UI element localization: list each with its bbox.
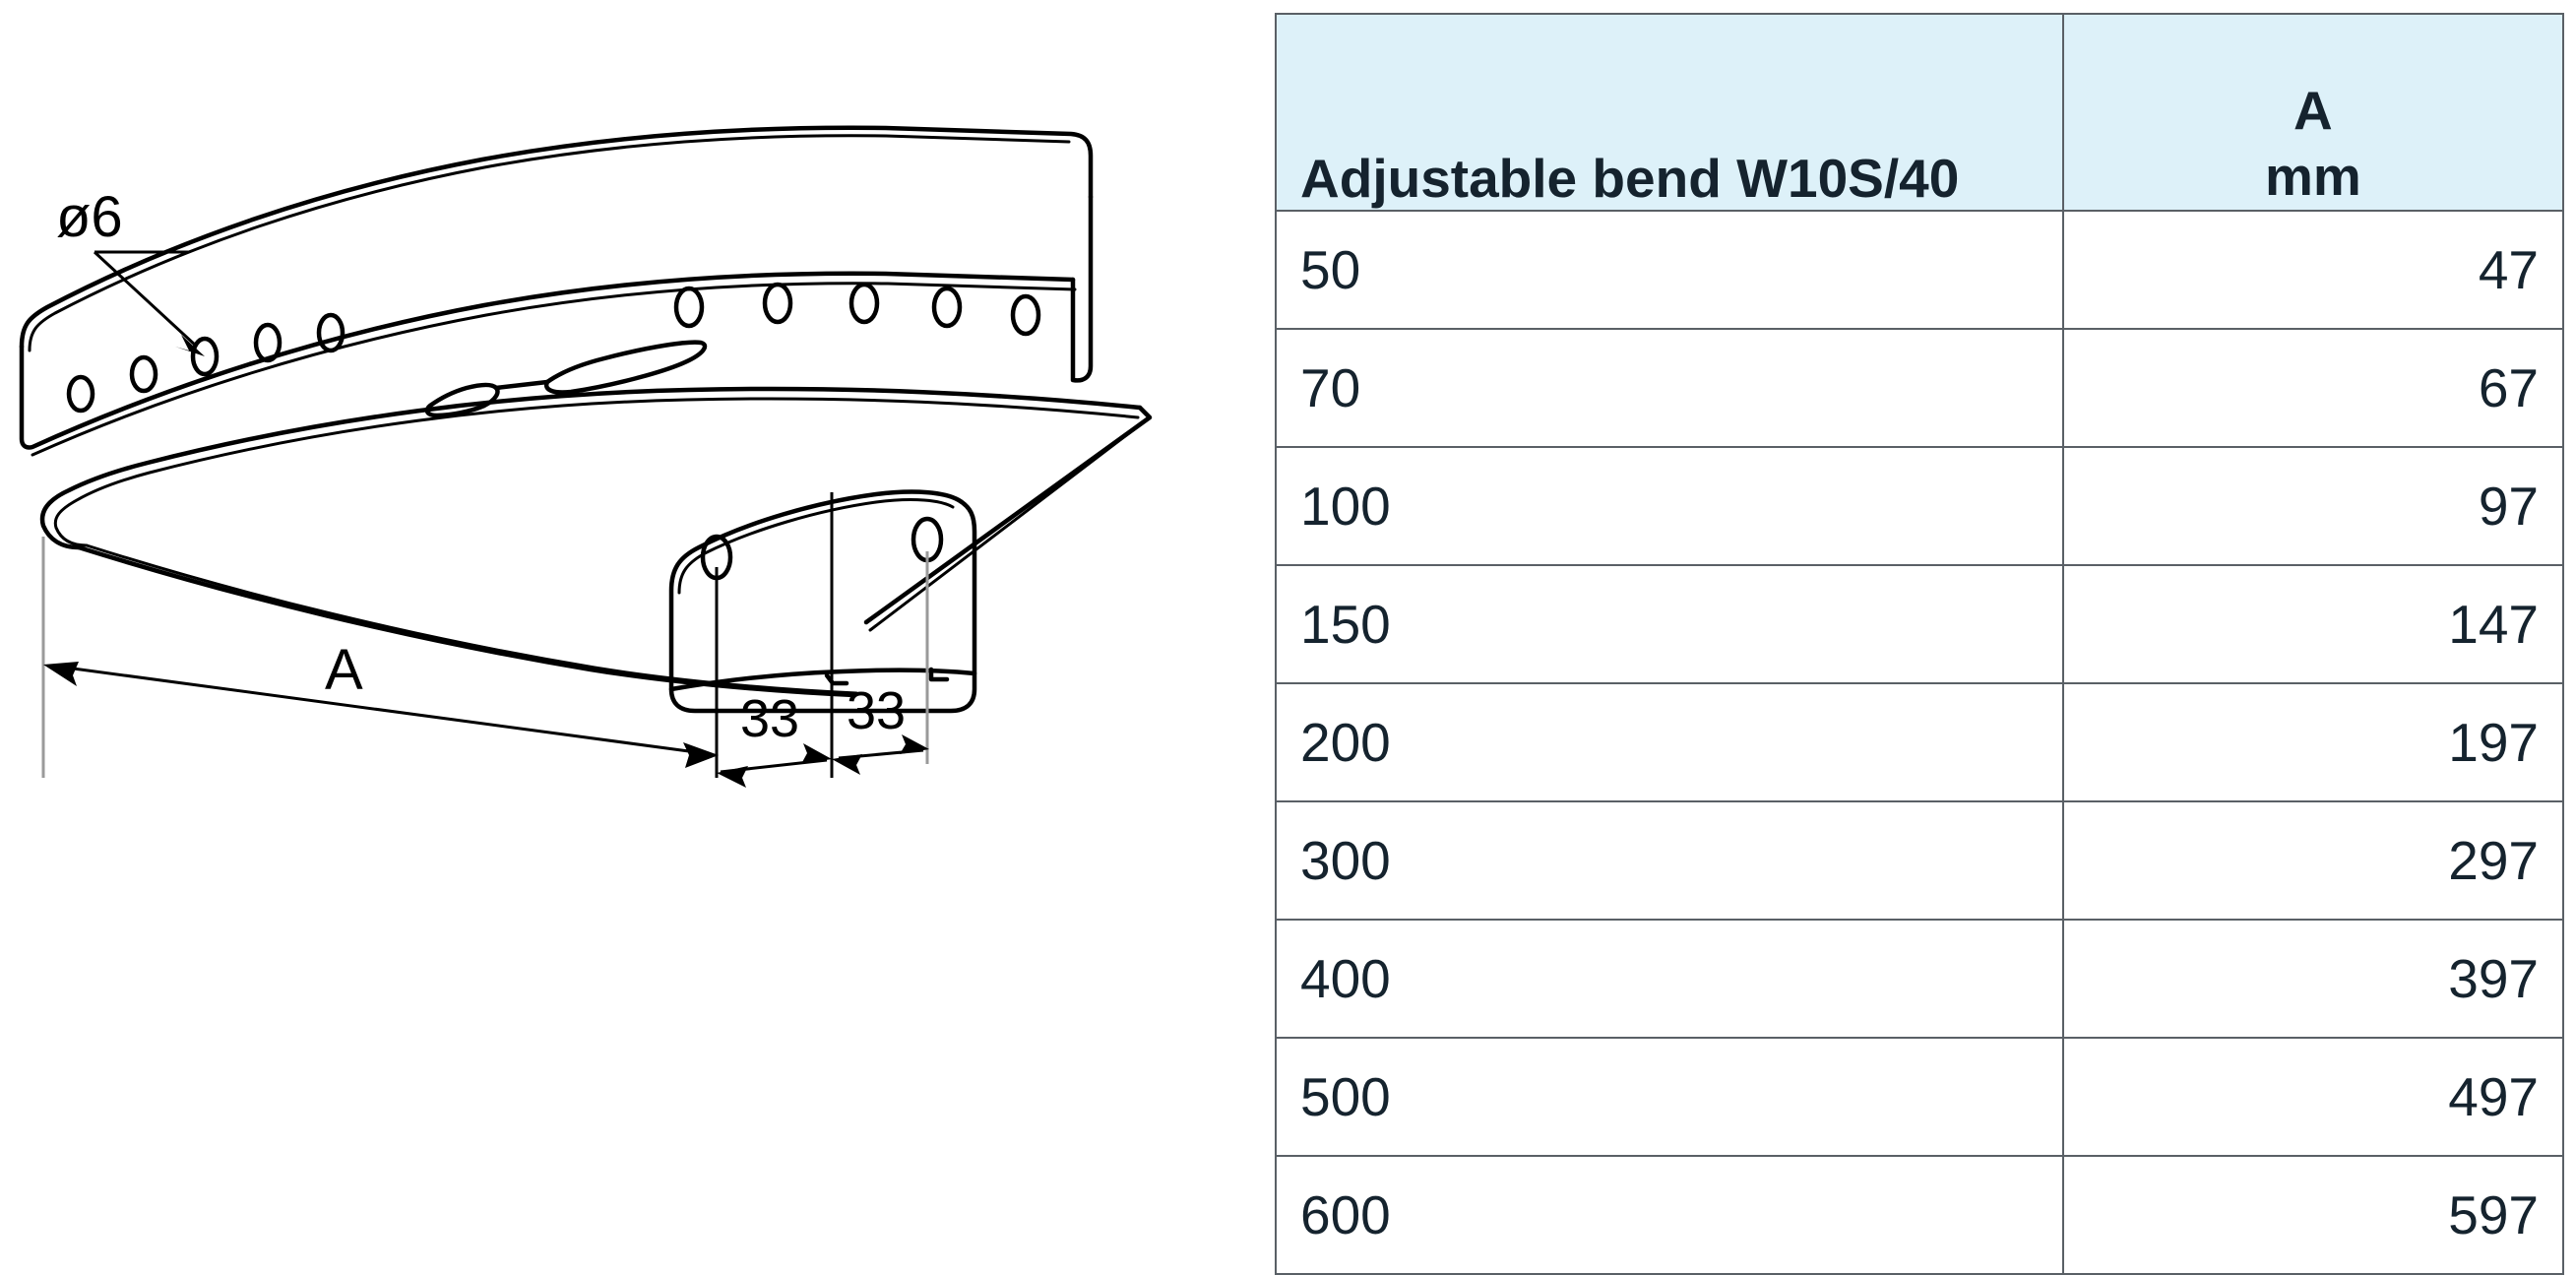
flange-hole <box>762 282 793 325</box>
hole-diameter-label: ø6 <box>56 185 123 249</box>
table-row: 300 297 <box>1275 800 2565 921</box>
upper-flange <box>19 125 1094 457</box>
flange-hole <box>673 286 705 329</box>
cell-a: 97 <box>2061 446 2565 566</box>
adjustable-bend-spec-table: Adjustable bend W10S/40 A mm 50 47 70 67… <box>1275 13 2565 1275</box>
table-body: 50 47 70 67 100 97 150 147 200 197 300 2… <box>1275 210 2565 1275</box>
flange-hole <box>931 286 963 329</box>
cell-size: 600 <box>1275 1155 2064 1275</box>
bracket-drawing: ø6 A 33 3 <box>19 125 1153 788</box>
cell-a: 67 <box>2061 328 2565 448</box>
cell-size: 300 <box>1275 800 2064 921</box>
tab-right-dimension-label: 33 <box>847 681 906 740</box>
flange-hole <box>66 374 95 414</box>
cell-a: 197 <box>2061 682 2565 802</box>
flange-joint-detail <box>424 340 708 418</box>
cell-size: 70 <box>1275 328 2064 448</box>
table-header: Adjustable bend W10S/40 A mm <box>1275 13 2565 212</box>
cell-a: 397 <box>2061 919 2565 1039</box>
column-header-product-name: Adjustable bend W10S/40 <box>1275 13 2064 212</box>
cell-a: 297 <box>2061 800 2565 921</box>
column-header-a-unit: mm <box>2265 145 2361 207</box>
flange-hole-group <box>66 282 1041 414</box>
cell-size: 150 <box>1275 564 2064 684</box>
tab-left-dimension-label: 33 <box>740 689 799 748</box>
cell-a: 47 <box>2061 210 2565 330</box>
flange-hole <box>129 354 158 394</box>
table-row: 50 47 <box>1275 210 2565 330</box>
spec-table-container: Adjustable bend W10S/40 A mm 50 47 70 67… <box>1275 13 2565 1275</box>
table-row: 600 597 <box>1275 1155 2565 1275</box>
base-plate <box>39 386 1153 698</box>
technical-drawing-panel: ø6 A 33 3 <box>0 0 1250 1274</box>
diameter-callout: ø6 <box>56 185 205 356</box>
cell-size: 500 <box>1275 1037 2064 1157</box>
dimension-a: A <box>41 537 719 778</box>
flange-hole <box>253 322 283 363</box>
column-header-a-letter: A <box>2293 79 2333 141</box>
flange-hole <box>190 336 220 377</box>
table-row: 70 67 <box>1275 328 2565 448</box>
flange-hole <box>1010 293 1041 337</box>
table-row: 200 197 <box>1275 682 2565 802</box>
cell-a: 147 <box>2061 564 2565 684</box>
column-header-a: A mm <box>2061 13 2565 212</box>
table-row: 500 497 <box>1275 1037 2565 1157</box>
length-a-label: A <box>325 638 363 702</box>
cell-size: 100 <box>1275 446 2064 566</box>
header-row: Adjustable bend W10S/40 A mm <box>1275 13 2565 212</box>
cell-size: 50 <box>1275 210 2064 330</box>
dimension-33-pair: 33 33 <box>717 492 929 788</box>
cell-a: 597 <box>2061 1155 2565 1275</box>
table-row: 100 97 <box>1275 446 2565 566</box>
table-row: 150 147 <box>1275 564 2565 684</box>
table-row: 400 397 <box>1275 919 2565 1039</box>
cell-size: 400 <box>1275 919 2064 1039</box>
flange-hole <box>848 282 880 325</box>
flange-hole <box>316 312 346 353</box>
cell-a: 497 <box>2061 1037 2565 1157</box>
cell-size: 200 <box>1275 682 2064 802</box>
